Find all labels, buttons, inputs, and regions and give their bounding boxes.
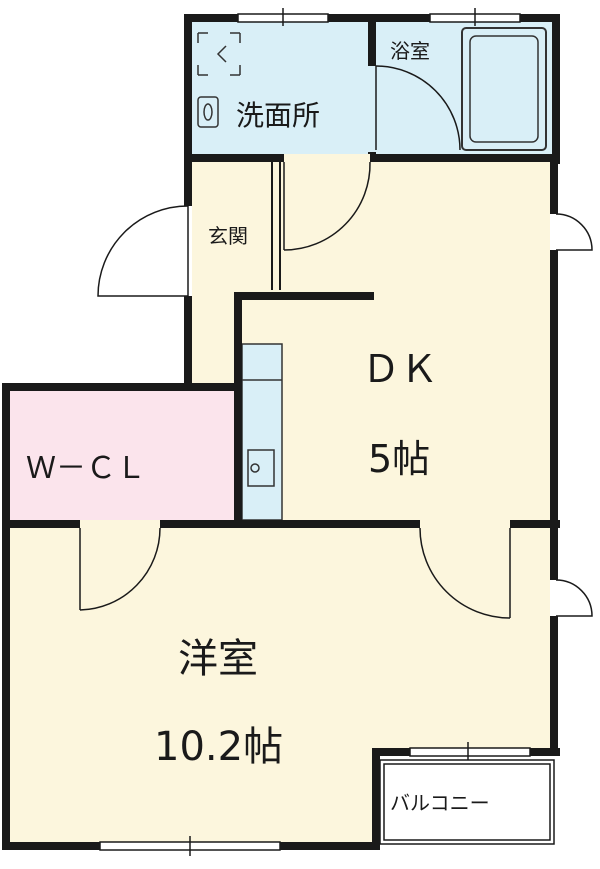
wcl-area [10, 389, 234, 522]
labels: 洗面所 浴室 玄関 ＤＫ 5帖 Ｗ－ＣＬ 洋室 10.2帖 バルコニー [26, 39, 490, 815]
entrance-label: 玄関 [208, 224, 248, 248]
wcl-label: Ｗ－ＣＬ [26, 451, 146, 486]
walls [2, 14, 560, 850]
western-room-size: 10.2帖 [154, 724, 283, 770]
washroom-label: 洗面所 [236, 99, 320, 132]
balcony-label: バルコニー [390, 791, 490, 815]
door-swing-icon [283, 161, 371, 251]
door-swing-icon [555, 579, 593, 617]
bathtub-icon [461, 27, 547, 151]
windows [99, 8, 531, 856]
door-swing-icon [375, 65, 461, 151]
door-swing-icon [79, 527, 161, 611]
balcony [379, 759, 555, 845]
bathroom-label: 浴室 [390, 39, 430, 63]
sink-icon [197, 96, 219, 128]
window-dk-bottom [409, 747, 531, 757]
door-swing-icon [555, 213, 593, 251]
bathroom-area [374, 20, 554, 156]
fixtures [197, 27, 547, 521]
door-swing-icon [97, 205, 189, 297]
dk-size: 5帖 [368, 437, 430, 481]
doors [79, 65, 593, 619]
western-room-area [10, 528, 554, 750]
dk-name: ＤＫ [362, 347, 438, 391]
kitchen-counter-icon [241, 343, 283, 521]
washroom-area [190, 20, 370, 156]
western-room-lower [10, 748, 374, 844]
washing-machine-icon [197, 32, 241, 76]
western-room-name: 洋室 [178, 636, 258, 682]
door-swing-icon [419, 527, 511, 619]
